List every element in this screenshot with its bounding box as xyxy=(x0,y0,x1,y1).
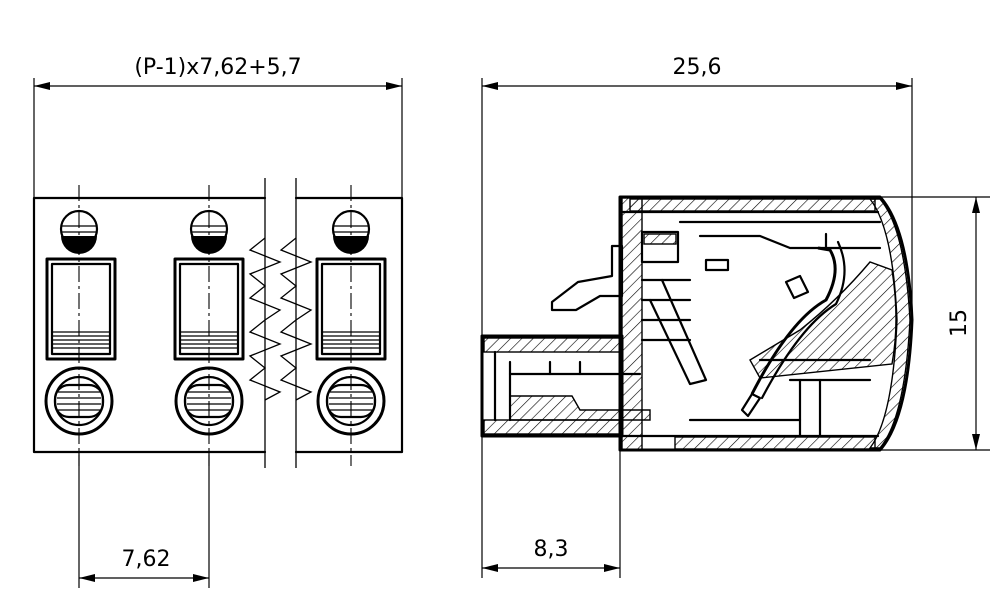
dimension-label-pitch: 7,62 xyxy=(122,547,171,572)
side-view: 25,6 15 8,3 xyxy=(480,55,990,578)
body-outline-left xyxy=(32,196,267,454)
release-lever-window-1 xyxy=(45,257,117,361)
release-lever xyxy=(550,197,708,451)
pole-1 xyxy=(44,185,117,466)
housing-outline xyxy=(618,195,914,452)
dimension-label-overall-length: 25,6 xyxy=(673,55,722,80)
dimension-plug-depth: 8,3 xyxy=(481,436,621,578)
dimension-label-plug-depth: 8,3 xyxy=(534,537,569,562)
dimension-label-overall-width: (P-1)x7,62+5,7 xyxy=(134,55,301,80)
inner-channels xyxy=(678,220,882,438)
dimension-pitch: 7,62 xyxy=(78,452,210,588)
dimension-overall-length: 25,6 xyxy=(481,55,913,336)
dimension-overall-width: (P-1)x7,62+5,7 xyxy=(33,55,403,198)
front-view: (P-1)x7,62+5,7 7,62 xyxy=(32,55,404,588)
plug-pin-section xyxy=(480,334,651,438)
dimension-height: 15 xyxy=(880,196,990,451)
break-lines xyxy=(248,178,313,468)
body-outline-right xyxy=(294,196,404,454)
dimension-label-height: 15 xyxy=(947,309,972,337)
spring-clamp xyxy=(698,232,897,418)
